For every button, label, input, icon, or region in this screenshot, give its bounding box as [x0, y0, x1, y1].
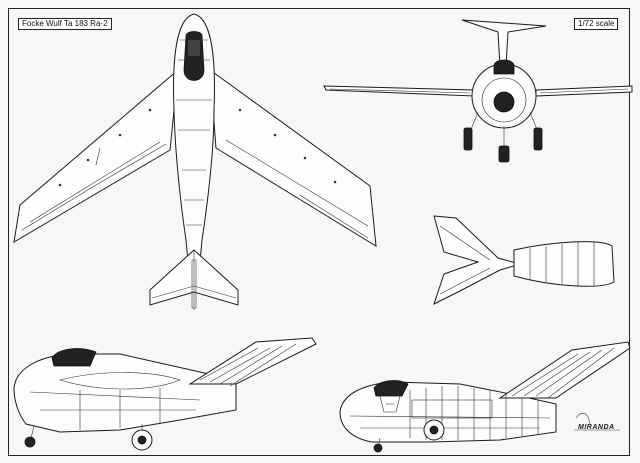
side-profile-left: [13, 337, 317, 451]
front-view-canopy: [493, 59, 515, 75]
top-view: [13, 13, 377, 310]
miranda-logo: MIRANDA: [578, 424, 615, 431]
cutaway-tail: [498, 341, 631, 399]
rear-profile-fuselage: [513, 241, 615, 287]
cutaway-canopy: [373, 380, 409, 397]
top-view-left-wing: [13, 68, 179, 243]
front-view: [323, 19, 633, 163]
cutaway-side: [339, 341, 631, 453]
top-view-canopy: [183, 31, 205, 81]
side-profile-nose-wheel: [24, 436, 36, 448]
scale-label: 1/72 scale: [574, 18, 619, 30]
side-profile-canopy: [51, 348, 97, 367]
front-view-right-wheel: [533, 127, 543, 151]
cutaway-nose-wheel: [373, 443, 383, 453]
front-view-tail-fin: [461, 19, 547, 67]
sheet-border: [8, 8, 630, 456]
side-profile-rear: [433, 215, 615, 305]
front-view-left-wheel: [463, 127, 473, 151]
side-profile-fuselage: [13, 353, 237, 433]
front-view-nose-wheel: [498, 145, 510, 163]
side-profile-tail: [188, 337, 317, 385]
top-view-right-wing: [209, 68, 377, 247]
drawing-title: Focke Wulf Ta 183 Ra-2: [18, 18, 112, 30]
rear-profile-tail: [433, 215, 522, 305]
front-view-intake: [493, 91, 515, 113]
